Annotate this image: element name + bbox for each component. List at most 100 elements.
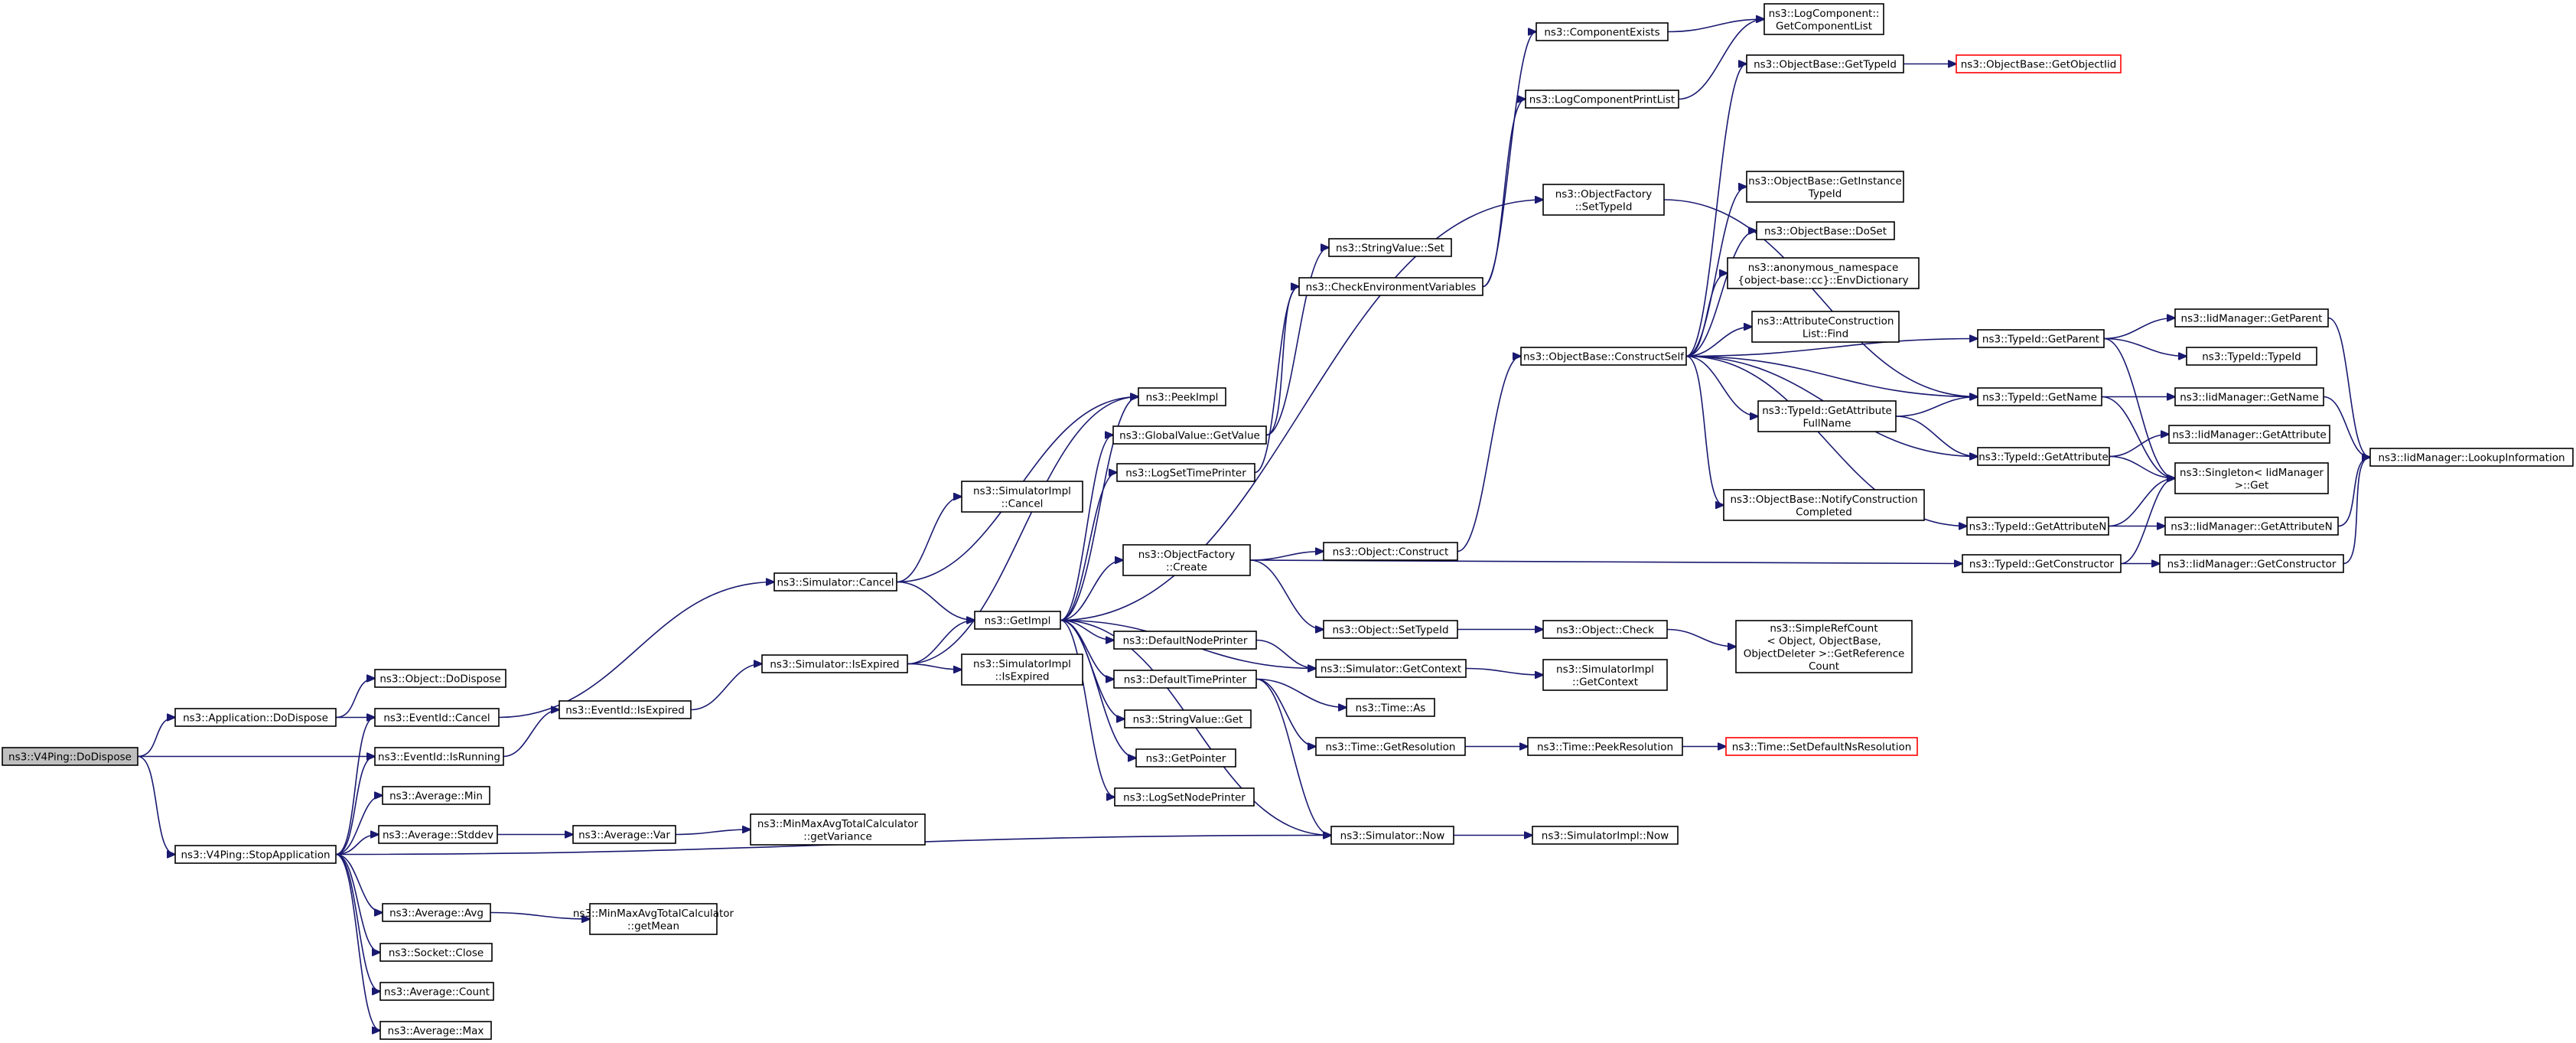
- graph-node-box[interactable]: [1956, 54, 2122, 73]
- graph-node[interactable]: ns3::Average::Count: [379, 982, 494, 1001]
- graph-node[interactable]: ns3::Average::Stddev: [378, 825, 498, 844]
- graph-node[interactable]: ns3::StringValue::Get: [1124, 709, 1252, 728]
- graph-node-box[interactable]: [1751, 311, 1900, 343]
- graph-node-box[interactable]: [1330, 826, 1454, 845]
- graph-node[interactable]: ns3::GetPointer: [1135, 748, 1236, 768]
- graph-node-box[interactable]: [382, 903, 491, 922]
- graph-node-box[interactable]: [1536, 22, 1669, 41]
- graph-node[interactable]: ns3::StringValue::Set: [1328, 238, 1452, 257]
- graph-node[interactable]: ns3::Simulator::Cancel: [773, 572, 897, 592]
- graph-node[interactable]: ns3::IidManager::LookupInformation: [2369, 448, 2574, 467]
- graph-node[interactable]: ns3::Time::GetResolution: [1315, 737, 1466, 756]
- graph-node-box[interactable]: [1114, 787, 1255, 807]
- graph-node-box[interactable]: [1723, 489, 1925, 521]
- graph-node[interactable]: ns3::Object::Construct: [1323, 542, 1458, 561]
- graph-node[interactable]: ns3::SimulatorImpl::Now: [1532, 826, 1679, 845]
- graph-node-box[interactable]: [589, 903, 718, 935]
- graph-node-box[interactable]: [379, 1021, 492, 1040]
- graph-node-box[interactable]: [2159, 554, 2344, 573]
- graph-node-box[interactable]: [773, 572, 897, 592]
- graph-node[interactable]: ns3::LogSetNodePrinter: [1114, 787, 1255, 807]
- graph-node-box[interactable]: [974, 611, 1061, 630]
- graph-node[interactable]: ns3::ObjectBase::ConstructSelf: [1520, 347, 1687, 366]
- graph-node[interactable]: ns3::Time::SetDefaultNsResolution: [1725, 737, 1918, 756]
- graph-node-box[interactable]: [1746, 54, 1904, 73]
- graph-node-box[interactable]: [1725, 737, 1918, 756]
- graph-node[interactable]: ns3::MinMaxAvgTotalCalculator::getVarian…: [750, 813, 926, 846]
- graph-node-box[interactable]: [761, 654, 908, 673]
- graph-node[interactable]: ns3::SimpleRefCount< Object, ObjectBase,…: [1735, 620, 1913, 673]
- graph-node-box[interactable]: [1135, 748, 1236, 768]
- graph-node[interactable]: ns3::TypeId::GetAttribute: [1977, 447, 2110, 466]
- graph-node[interactable]: ns3::LogComponent::GetComponentList: [1763, 3, 1884, 35]
- graph-node-box[interactable]: [1757, 400, 1897, 432]
- graph-node-box[interactable]: [961, 481, 1083, 513]
- graph-node[interactable]: ns3::SimulatorImpl::IsExpired: [961, 654, 1083, 686]
- graph-node[interactable]: ns3::ObjectBase::GetObjectIid: [1956, 54, 2122, 73]
- graph-node[interactable]: ns3::Simulator::Now: [1330, 826, 1454, 845]
- graph-node[interactable]: ns3::Socket::Close: [379, 943, 493, 962]
- graph-node-box[interactable]: [961, 654, 1083, 686]
- graph-node-box[interactable]: [174, 708, 337, 727]
- graph-node-box[interactable]: [1315, 659, 1467, 678]
- graph-node-box[interactable]: [2174, 308, 2329, 328]
- graph-node-box[interactable]: [1977, 387, 2102, 406]
- graph-node-box[interactable]: [1977, 447, 2110, 466]
- graph-node-box[interactable]: [1525, 90, 1679, 109]
- graph-node[interactable]: ns3::SimulatorImpl::GetContext: [1542, 659, 1668, 691]
- graph-node-box[interactable]: [374, 747, 504, 766]
- graph-node[interactable]: ns3::EventId::IsExpired: [559, 700, 692, 719]
- graph-node[interactable]: ns3::TypeId::GetName: [1977, 387, 2102, 406]
- graph-node[interactable]: ns3::EventId::Cancel: [374, 708, 500, 727]
- graph-node-box[interactable]: [2168, 425, 2330, 444]
- graph-node[interactable]: ns3::LogSetTimePrinter: [1116, 463, 1255, 482]
- graph-node[interactable]: ns3::ObjectBase::GetTypeId: [1746, 54, 1904, 73]
- graph-node[interactable]: ns3::V4Ping::DoDispose: [2, 747, 138, 766]
- graph-node[interactable]: ns3::IidManager::GetConstructor: [2159, 554, 2344, 573]
- graph-node[interactable]: ns3::Average::Var: [572, 825, 676, 844]
- graph-node-box[interactable]: [1756, 221, 1895, 240]
- graph-node[interactable]: ns3::GlobalValue::GetValue: [1112, 425, 1267, 445]
- graph-node[interactable]: ns3::Singleton< IidManager>::Get: [2174, 462, 2329, 494]
- graph-node[interactable]: ns3::GetImpl: [974, 611, 1061, 630]
- graph-node[interactable]: ns3::ObjectBase::NotifyConstructionCompl…: [1723, 489, 1925, 521]
- graph-node-box[interactable]: [379, 982, 494, 1001]
- graph-node[interactable]: ns3::MinMaxAvgTotalCalculator::getMean: [573, 903, 734, 935]
- graph-node[interactable]: ns3::Application::DoDispose: [174, 708, 337, 727]
- graph-node[interactable]: ns3::TypeId::GetAttributeN: [1966, 517, 2109, 536]
- graph-node[interactable]: ns3::TypeId::TypeId: [2186, 347, 2317, 366]
- graph-node-box[interactable]: [174, 845, 337, 864]
- graph-node[interactable]: ns3::Object::DoDispose: [374, 669, 506, 688]
- graph-node-box[interactable]: [1315, 737, 1466, 756]
- graph-node[interactable]: ns3::Time::PeekResolution: [1527, 737, 1683, 756]
- graph-node-box[interactable]: [1124, 709, 1252, 728]
- graph-node-box[interactable]: [1328, 238, 1452, 257]
- graph-node[interactable]: ns3::Object::SetTypeId: [1323, 620, 1458, 639]
- graph-node-box[interactable]: [1966, 517, 2109, 536]
- graph-node[interactable]: ns3::V4Ping::StopApplication: [174, 845, 337, 864]
- graph-node-box[interactable]: [1323, 620, 1458, 639]
- graph-node[interactable]: ns3::anonymous_namespace{object-base::cc…: [1727, 257, 1920, 289]
- graph-node-box[interactable]: [1112, 425, 1267, 445]
- graph-node-box[interactable]: [374, 669, 506, 688]
- graph-node-box[interactable]: [1746, 171, 1904, 203]
- graph-node-box[interactable]: [1527, 737, 1683, 756]
- graph-node-box[interactable]: [1727, 257, 1920, 289]
- graph-node-box[interactable]: [1977, 329, 2105, 348]
- graph-node-box[interactable]: [1113, 631, 1257, 650]
- graph-node-box[interactable]: [1298, 277, 1483, 296]
- graph-node-box[interactable]: [1138, 387, 1226, 406]
- graph-node-box[interactable]: [379, 943, 493, 962]
- graph-node[interactable]: ns3::Simulator::GetContext: [1315, 659, 1467, 678]
- graph-node[interactable]: ns3::IidManager::GetAttributeN: [2164, 517, 2339, 536]
- graph-node-box[interactable]: [1532, 826, 1679, 845]
- graph-node-box[interactable]: [750, 813, 926, 846]
- graph-node[interactable]: ns3::Simulator::IsExpired: [761, 654, 908, 673]
- graph-node[interactable]: ns3::IidManager::GetAttribute: [2168, 425, 2330, 444]
- graph-node[interactable]: ns3::EventId::IsRunning: [374, 747, 504, 766]
- graph-node-box[interactable]: [2164, 517, 2339, 536]
- graph-node[interactable]: ns3::Average::Max: [379, 1021, 492, 1040]
- graph-node-box[interactable]: [1763, 3, 1884, 35]
- graph-node-box[interactable]: [1116, 463, 1255, 482]
